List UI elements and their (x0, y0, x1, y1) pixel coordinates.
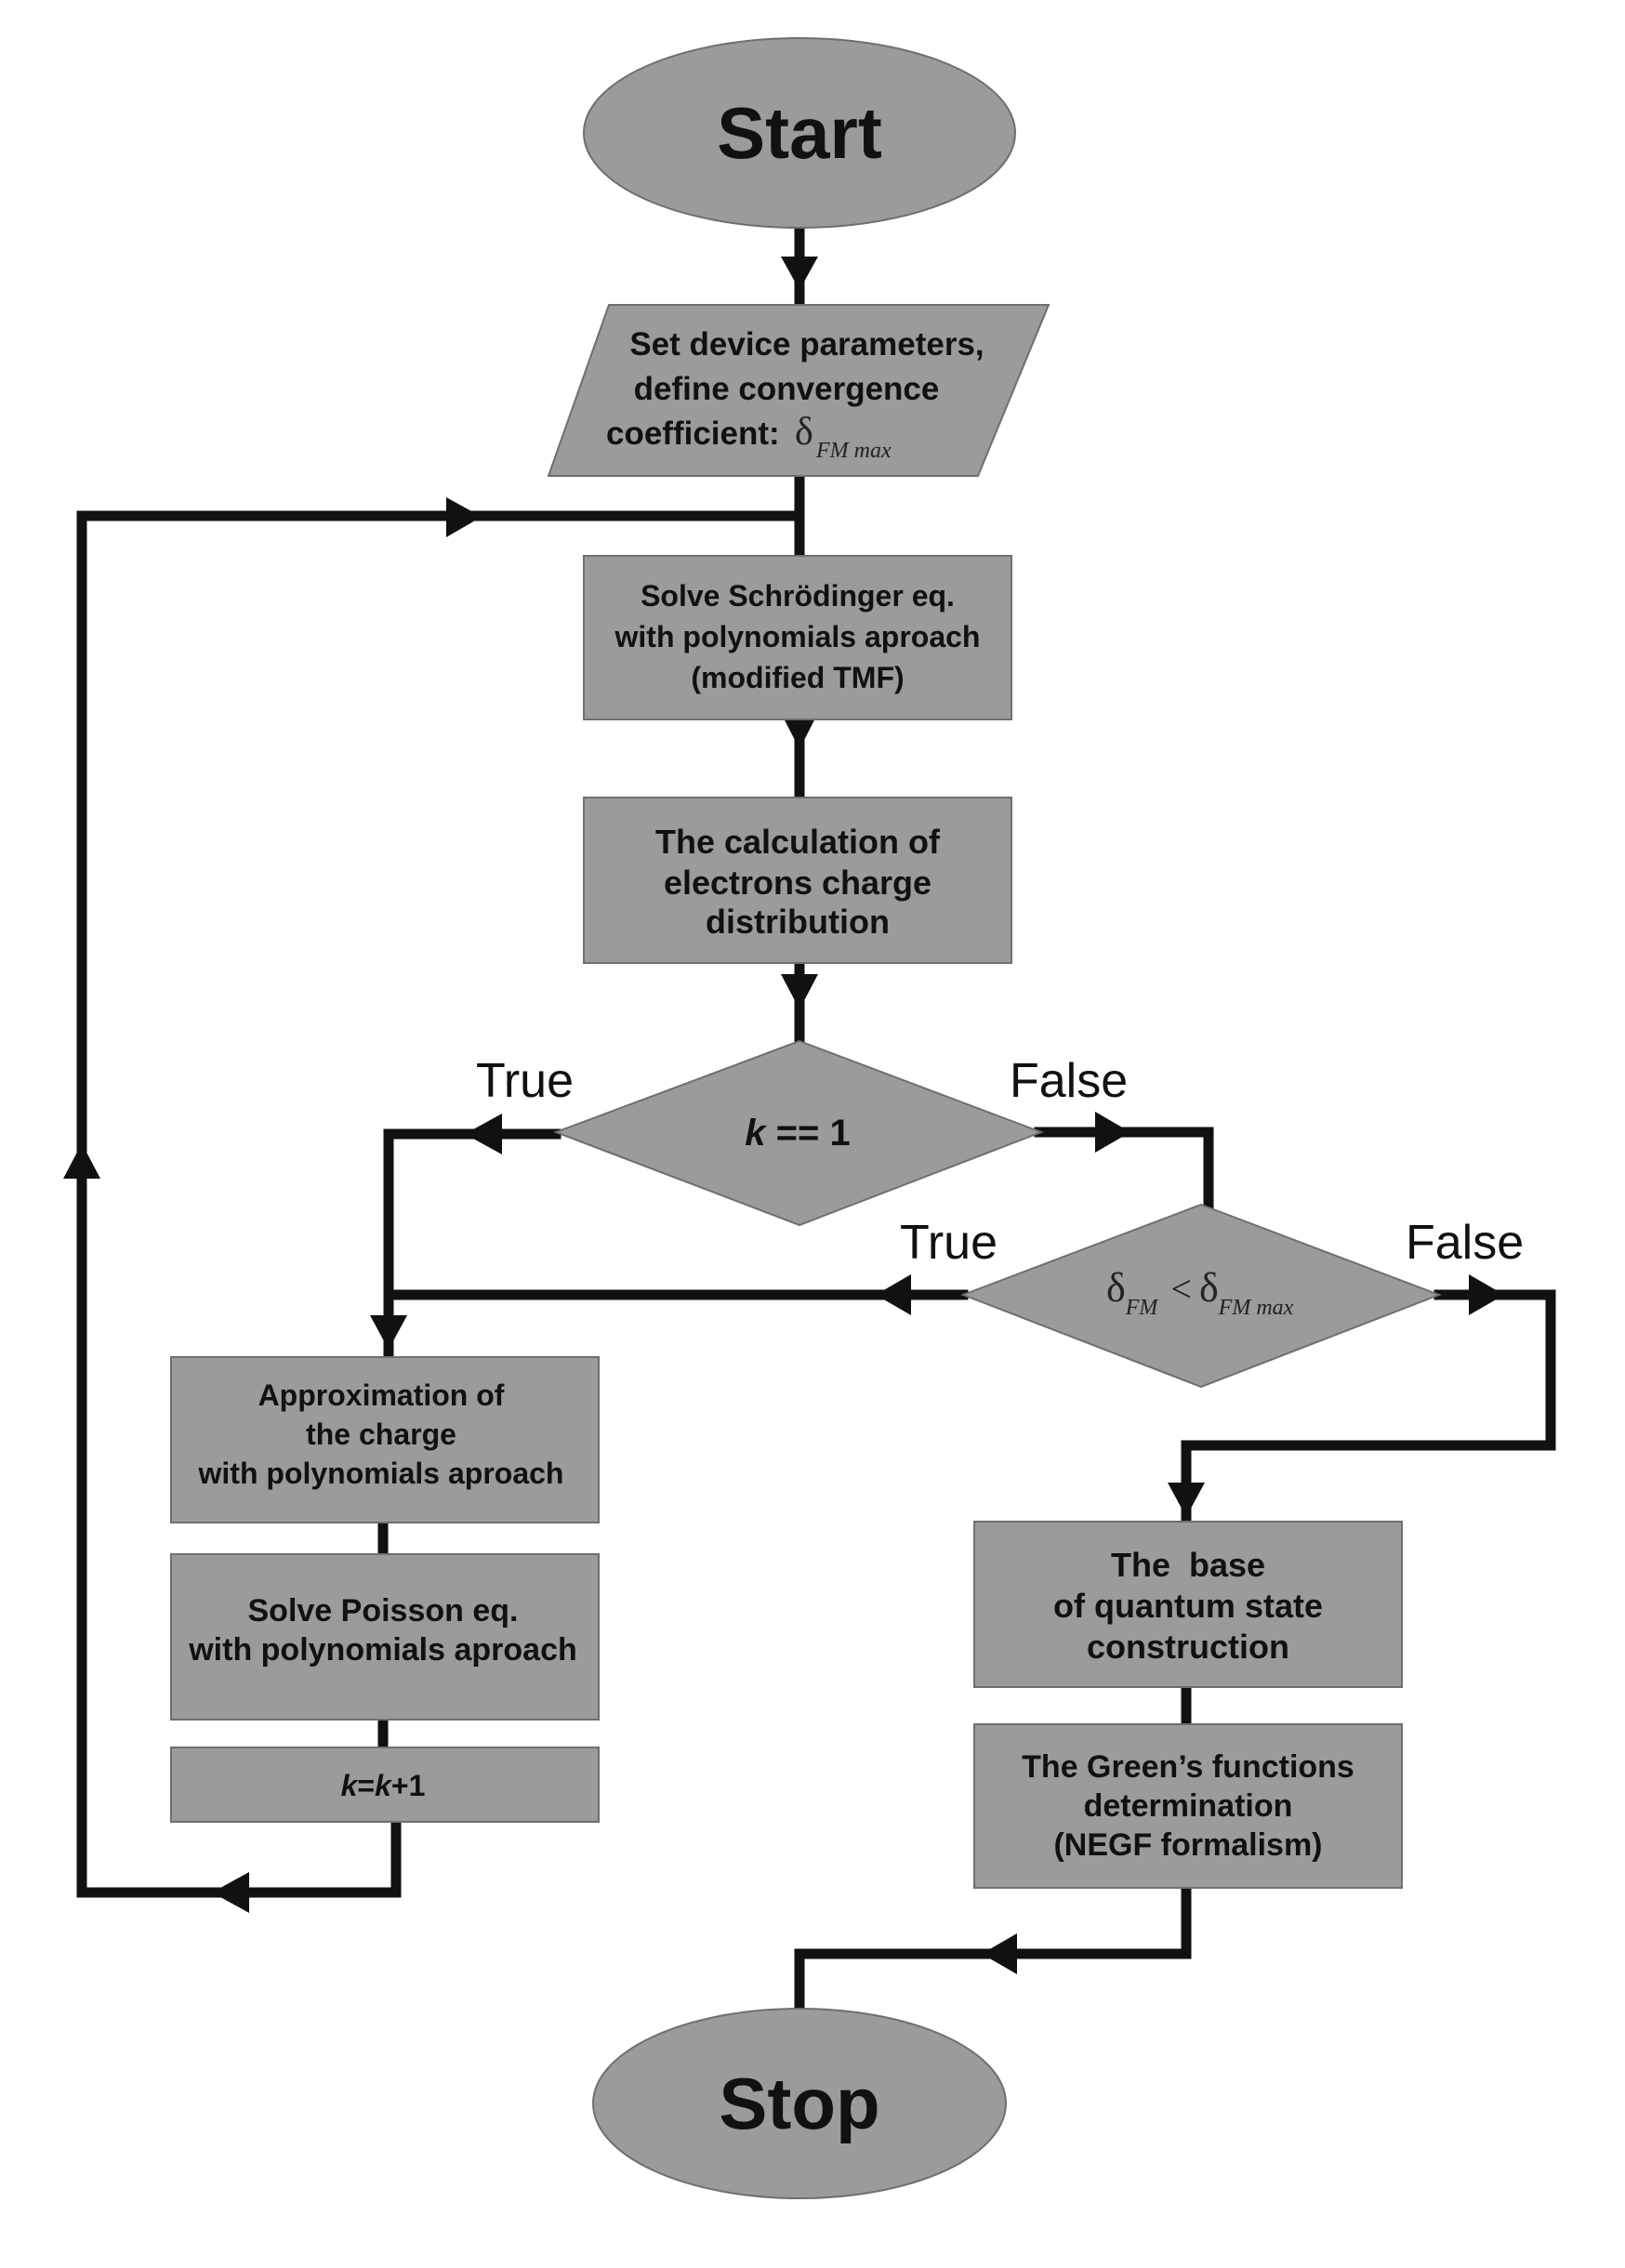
charge-calculation-node: The calculation of electrons charge dist… (583, 797, 1012, 964)
arrow-left-icon (876, 1274, 911, 1315)
poisson-line-2: with polynomials aproach (188, 1632, 577, 1668)
input-line-2: define convergence (634, 371, 940, 407)
decision-delta-sub-left: FM (1125, 1296, 1160, 1320)
increment-expression: k=k+1 (341, 1769, 426, 1802)
approximation-node: Approximation of the charge with polynom… (170, 1356, 600, 1523)
arrow-left-icon (465, 1114, 502, 1154)
decision-delta-symbol-right: δ (1199, 1265, 1219, 1311)
approximation-line-2: the charge (306, 1418, 456, 1451)
decision-delta-true-label: True (900, 1216, 997, 1270)
poisson-line-1: Solve Poisson eq. (248, 1593, 519, 1628)
arrow-left-icon (982, 1933, 1017, 1974)
greens-functions-node: The Green’s functions determination (NEG… (973, 1723, 1403, 1889)
decision-k-condition: k == 1 (745, 1113, 850, 1154)
arrow-down-icon (781, 713, 818, 749)
increment-plus-one: +1 (391, 1769, 425, 1802)
quantum-base-node: The base of quantum state construction (973, 1521, 1403, 1688)
charge-line-1: The calculation of (655, 823, 941, 861)
decision-delta-sub-right: FM max (1218, 1296, 1294, 1320)
decision-k-true-label: True (476, 1054, 574, 1108)
decision-delta-condition: δFM<δFM max (1106, 1265, 1294, 1320)
arrow-down-icon (1168, 1483, 1205, 1517)
arrow-down-icon (370, 1315, 407, 1350)
increment-node: k=k+1 (170, 1747, 600, 1823)
start-label: Start (717, 92, 882, 174)
stop-node: Stop (592, 2008, 1007, 2199)
quantum-line-2: of quantum state (1053, 1587, 1323, 1625)
decision-k-node: k == 1 True False (476, 1039, 1128, 1227)
decision-delta-false-label: False (1406, 1216, 1524, 1270)
arrowheads (63, 257, 1504, 1974)
input-delta-symbol: δ (795, 411, 813, 454)
arrow-down-icon (781, 974, 818, 1009)
decision-k-false-label: False (1010, 1054, 1128, 1108)
poisson-node: Solve Poisson eq. with polynomials aproa… (170, 1553, 600, 1721)
greens-line-2: determination (1084, 1788, 1293, 1824)
input-parameters-node: Set device parameters, define convergenc… (547, 304, 1050, 477)
increment-k-right: k (375, 1769, 393, 1802)
greens-line-1: The Green’s functions (1022, 1749, 1354, 1785)
schrodinger-line-3: (modified TMF) (691, 661, 904, 694)
decision-delta-operator: < (1170, 1268, 1192, 1310)
input-delta-subscript: FM max (815, 439, 892, 463)
quantum-line-3: construction (1087, 1628, 1289, 1666)
decision-delta-node: δFM<δFM max True False (900, 1203, 1524, 1389)
arrow-right-icon (1469, 1274, 1504, 1315)
connector-k-false (1034, 1127, 1214, 1210)
quantum-line-1: The base (1111, 1546, 1265, 1584)
input-line-1: Set device parameters, (629, 326, 984, 363)
stop-label: Stop (719, 2063, 879, 2144)
arrow-down-icon (781, 257, 818, 290)
connector-k-true (383, 1128, 561, 1363)
arrow-right-icon (446, 497, 482, 537)
decision-k-rest: == 1 (766, 1113, 851, 1154)
greens-line-3: (NEGF formalism) (1053, 1827, 1322, 1863)
schrodinger-line-1: Solve Schrödinger eq. (641, 579, 955, 613)
decision-delta-symbol-left: δ (1106, 1265, 1126, 1311)
start-node: Start (583, 37, 1016, 229)
arrow-right-icon (1095, 1112, 1130, 1153)
increment-equals: = (357, 1769, 375, 1802)
arrow-left-icon (212, 1872, 249, 1913)
schrodinger-line-2: with polynomials aproach (614, 620, 981, 653)
charge-line-3: distribution (706, 903, 890, 941)
increment-k-left: k (341, 1769, 360, 1802)
decision-k-var: k (745, 1113, 767, 1154)
charge-line-2: electrons charge (664, 864, 931, 902)
arrow-up-icon (63, 1143, 100, 1179)
connector-loop-back (76, 510, 805, 1898)
approximation-line-1: Approximation of (258, 1378, 505, 1412)
schrodinger-node: Solve Schrödinger eq. with polynomials a… (583, 555, 1012, 720)
connector-delta-false (1181, 1289, 1556, 1527)
input-line-3: coefficient: (606, 415, 780, 452)
approximation-line-3: with polynomials aproach (198, 1457, 564, 1490)
